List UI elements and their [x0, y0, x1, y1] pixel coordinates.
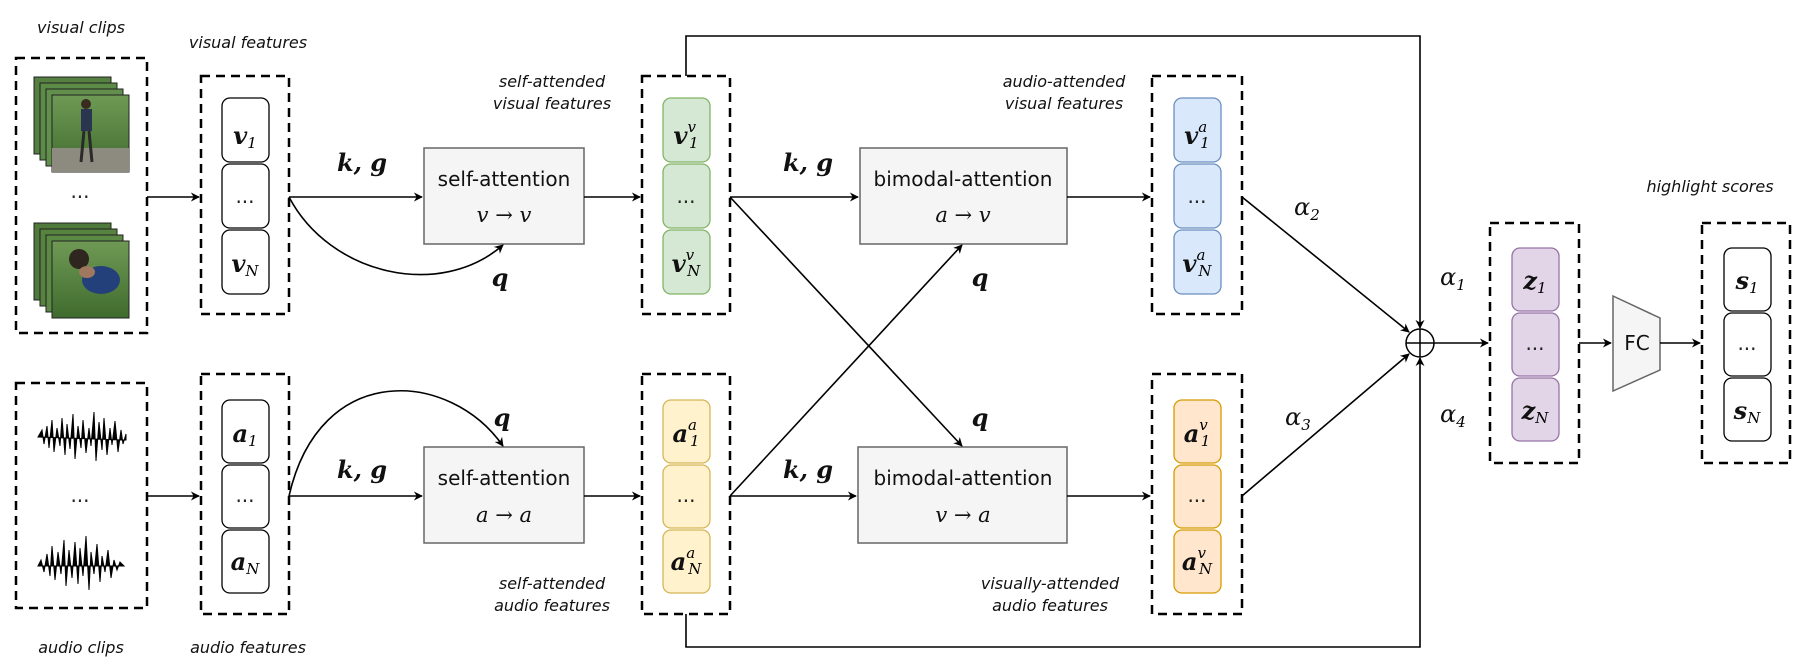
fused-features-ellipsis: ...: [1525, 331, 1544, 355]
token-s1: s1: [1734, 266, 1758, 297]
caption-visually-attended-audio-2: audio features: [992, 596, 1108, 615]
audio-waveform-bottom: [37, 535, 126, 591]
self-attention-visual-formula: v → v: [477, 203, 532, 227]
caption-self-attended-audio-1: self-attended: [499, 574, 606, 593]
edge-label-kg-av: k, g: [783, 148, 833, 177]
edge-label-alpha-4: α4: [1440, 400, 1466, 431]
edge-label-q-av: q: [972, 263, 989, 292]
edge-label-q-visual: q: [492, 263, 509, 292]
visual-clip-thumbnail-top: [33, 76, 130, 173]
visual-clip-thumbnail-bottom: [33, 222, 130, 319]
caption-audio-clips: audio clips: [38, 638, 124, 657]
audio-features-ellipsis: ...: [235, 483, 254, 507]
caption-visually-attended-audio-1: visually-attended: [981, 574, 1120, 593]
edge-label-q-audio: q: [494, 403, 511, 432]
fc-label: FC: [1624, 331, 1649, 355]
self-attention-visual-title: self-attention: [438, 167, 571, 191]
caption-audio-attended-visual-2: visual features: [1005, 94, 1123, 113]
sum-node-icon: [1405, 328, 1435, 358]
audio-waveform-top: [37, 411, 127, 462]
bimodal-attention-av-title: bimodal-attention: [874, 167, 1053, 191]
caption-self-attended-visual-1: self-attended: [499, 72, 606, 91]
visual-clips-ellipsis: ...: [70, 179, 89, 203]
caption-audio-attended-visual-1: audio-attended: [1003, 72, 1126, 91]
self-attention-audio-title: self-attention: [438, 466, 571, 490]
token-vN: vN: [231, 249, 259, 280]
connection-arrows: [147, 35, 1701, 648]
token-a1: a1: [232, 419, 257, 450]
self-attended-audio-ellipsis: ...: [676, 483, 695, 507]
caption-visual-features: visual features: [189, 33, 307, 52]
edge-label-alpha-3: α3: [1285, 403, 1311, 434]
edge-label-kg-va: k, g: [783, 455, 833, 484]
caption-visual-clips: visual clips: [37, 18, 125, 37]
audio-clips-group: ...: [14, 381, 149, 610]
audio-features-stack: a1 ... aN: [199, 372, 291, 616]
self-attention-audio-block: self-attention a → a: [423, 446, 585, 544]
audio-attended-visual-ellipsis: ...: [1187, 184, 1206, 208]
highlight-scores-ellipsis: ...: [1737, 331, 1756, 355]
token-aN: aN: [231, 547, 261, 578]
token-v1: v1: [233, 121, 257, 152]
caption-self-attended-audio-2: audio features: [494, 596, 610, 615]
edge-label-kg-visual: k, g: [337, 148, 387, 177]
fc-layer-block: FC: [1612, 294, 1661, 393]
self-attended-visual-ellipsis: ...: [676, 184, 695, 208]
visually-attended-audio-ellipsis: ...: [1187, 483, 1206, 507]
visual-features-ellipsis: ...: [235, 184, 254, 208]
bimodal-attention-va-title: bimodal-attention: [874, 466, 1053, 490]
visual-features-stack: v1 ... vN: [199, 74, 291, 316]
edge-label-q-va: q: [972, 403, 989, 432]
edge-label-kg-audio: k, g: [337, 455, 387, 484]
fused-features-stack: z1 ... zN: [1488, 221, 1581, 465]
self-attention-visual-block: self-attention v → v: [423, 147, 585, 245]
bimodal-attention-va-formula: v → a: [935, 503, 990, 527]
caption-highlight-scores: highlight scores: [1646, 177, 1773, 196]
edge-label-alpha-2: α2: [1294, 193, 1320, 224]
caption-self-attended-visual-2: visual features: [493, 94, 611, 113]
highlight-scores-stack: s1 ... sN: [1700, 221, 1792, 465]
audio-clips-ellipsis: ...: [70, 483, 89, 507]
self-attention-audio-formula: a → a: [476, 503, 532, 527]
caption-audio-features: audio features: [190, 638, 306, 657]
bimodal-attention-av-block: bimodal-attention a → v: [859, 147, 1068, 245]
token-zN: zN: [1521, 396, 1550, 427]
token-z1: z1: [1522, 266, 1546, 297]
edge-label-alpha-1: α1: [1440, 263, 1466, 294]
bimodal-attention-av-formula: a → v: [935, 203, 990, 227]
bimodal-attention-va-block: bimodal-attention v → a: [857, 446, 1068, 544]
visual-clips-group: ...: [14, 56, 149, 335]
token-sN: sN: [1733, 396, 1762, 427]
